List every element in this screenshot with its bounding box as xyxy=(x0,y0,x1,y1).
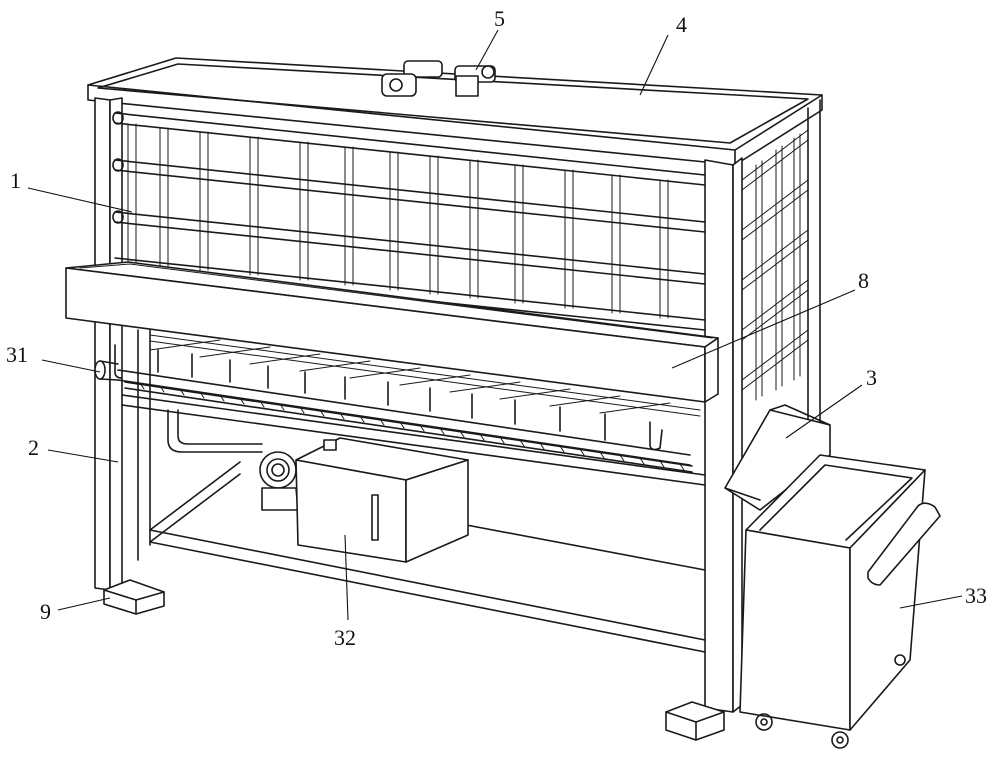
label-32: 32 xyxy=(334,625,356,650)
chute xyxy=(724,404,831,511)
label-3: 3 xyxy=(866,365,877,390)
label-1: 1 xyxy=(10,168,21,193)
feet xyxy=(103,579,725,741)
trough xyxy=(65,261,719,403)
clamp-assembly xyxy=(381,60,496,97)
label-5: 5 xyxy=(494,6,505,31)
leader-lines xyxy=(27,29,963,621)
label-8: 8 xyxy=(858,268,869,293)
label-31: 31 xyxy=(6,342,28,367)
lower-frame xyxy=(121,394,706,653)
frame-posts xyxy=(94,97,821,713)
label-33: 33 xyxy=(965,583,987,608)
label-9: 9 xyxy=(40,599,51,624)
collection-bin xyxy=(739,454,941,749)
label-2: 2 xyxy=(28,435,39,460)
top-cover xyxy=(87,57,823,166)
spray-assembly xyxy=(94,334,701,473)
pump-tank xyxy=(259,437,469,563)
part-labels: 1 2 3 4 5 8 9 31 32 33 xyxy=(6,6,987,650)
grid-rack xyxy=(112,111,809,401)
label-4: 4 xyxy=(676,12,687,37)
